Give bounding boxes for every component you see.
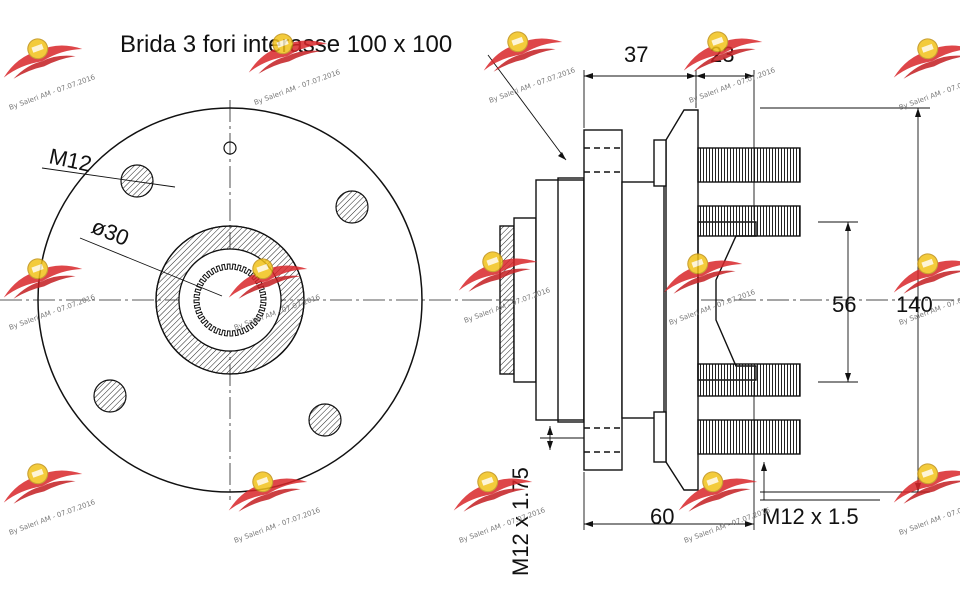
watermark-text: By Saleri AM - 07.07.2016 [898,73,960,112]
bolt-hole [93,379,127,413]
thread-hub-label: M12 x 1.75 [508,467,533,576]
watermark-logo [884,239,960,298]
watermark-layer: By Saleri AM - 07.07.2016 By Saleri AM - … [0,17,960,545]
wheel-stud [697,147,801,183]
wheel-stud [697,363,801,397]
pin-hole [223,141,237,155]
watermark-logo [884,24,960,83]
dim-60: 60 [650,504,674,529]
watermark-text: By Saleri AM - 07.07.2016 [8,293,97,332]
watermark-text: By Saleri AM - 07.07.2016 [8,73,97,112]
dim-140: 140 [896,292,933,317]
bolt-hole [335,190,369,224]
watermark-text: By Saleri AM - 07.07.2016 [688,66,777,105]
watermark-text: By Saleri AM - 07.07.2016 [233,506,322,545]
watermark-text: By Saleri AM - 07.07.2016 [898,498,960,537]
hub-flange [583,129,623,471]
watermark-logo [219,457,310,516]
wheel-stud [697,205,801,237]
flange-outline [37,107,423,493]
watermark-text: By Saleri AM - 07.07.2016 [458,506,547,545]
dia30-label: ø30 [88,213,133,250]
watermark-text: By Saleri AM - 07.07.2016 [253,68,342,107]
m12-callout: M12 [41,143,176,188]
bearing-body [535,179,585,421]
wheel-stud [697,419,801,455]
watermark-text: By Saleri AM - 07.07.2016 [683,506,772,545]
dim-56: 56 [832,292,856,317]
title-leader [487,54,567,161]
bolt-hole [120,164,154,198]
thread-stud-label: M12 x 1.5 [762,504,859,529]
watermark-text: By Saleri AM - 07.07.2016 [488,66,577,105]
watermark-logo [884,449,960,508]
dimension-lines [540,70,930,530]
watermark-logo [0,244,85,303]
front-view [0,100,470,500]
bolt-hole [308,403,342,437]
watermark-logo [0,449,85,508]
watermark-logo [474,17,565,76]
dim-37: 37 [624,42,648,67]
wheel-flange [665,109,699,491]
side-view [470,109,960,491]
watermark-text: By Saleri AM - 07.07.2016 [8,498,97,537]
watermark-logo [0,24,85,83]
